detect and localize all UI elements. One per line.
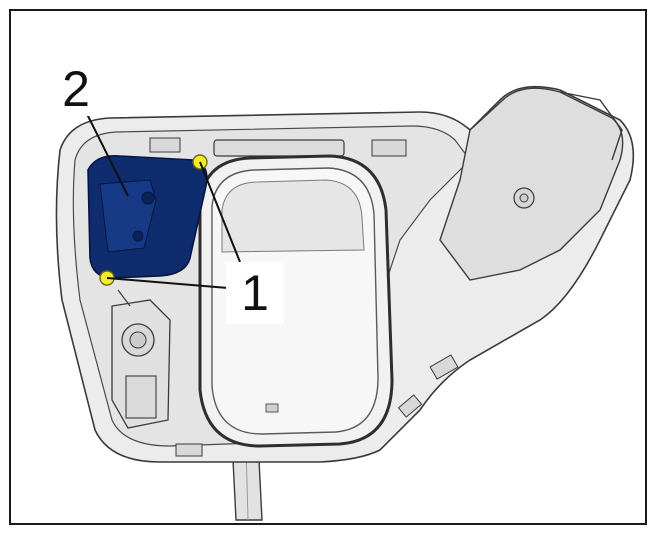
callout-label-1: 1 bbox=[226, 262, 284, 324]
charging-socket-opening bbox=[198, 154, 394, 448]
actuator-component bbox=[87, 154, 208, 279]
leader-line-1-upper bbox=[199, 161, 241, 263]
leader-line-1-lower bbox=[106, 277, 229, 289]
latch-mechanism bbox=[111, 289, 171, 429]
leader-line-2 bbox=[85, 111, 129, 197]
callout-label-2: 2 bbox=[48, 64, 104, 116]
